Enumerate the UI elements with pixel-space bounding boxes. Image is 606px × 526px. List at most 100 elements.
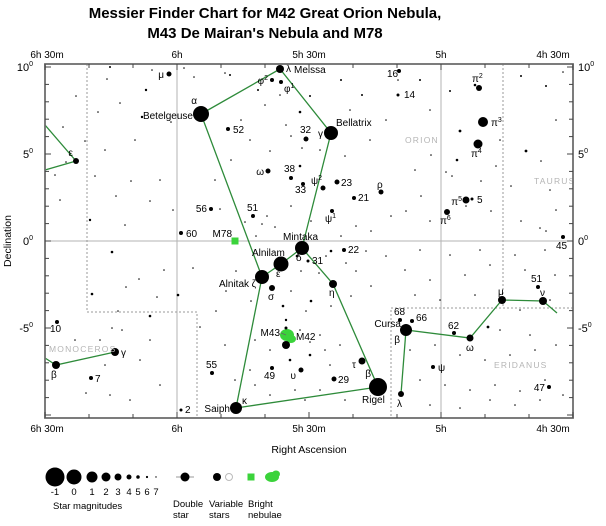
chart-title-line2: M43 De Mairan's Nebula and M78 [147,25,382,42]
background-star [479,249,481,251]
constellation-name-label: ORION [405,135,439,145]
star-phi1-ori [279,80,283,84]
star-49-ori [270,366,274,370]
background-star [249,139,251,141]
star-upsilon-ori [298,367,304,373]
star-cursa [400,324,412,336]
background-star [429,279,431,281]
background-star [464,274,466,276]
background-star [269,349,271,351]
star-label-bellatrix: γ [318,129,323,140]
background-star [549,189,551,191]
star-68-eri [398,318,402,322]
star-nu-eri [539,297,547,305]
star-pi2-ori [476,85,482,91]
background-star [419,379,421,381]
star-45-eri [561,235,565,239]
background-star [562,394,564,396]
constellation-line [200,68,332,279]
background-star [109,66,111,68]
star-label-phi1-ori: φ1 [284,83,294,95]
background-star [106,78,108,80]
m43-pointer-line [280,332,287,336]
background-star [110,250,114,254]
star-label-psi-eri: ψ [438,363,445,374]
background-star [429,109,431,111]
star-rho-ori [378,189,384,195]
background-star [430,154,432,156]
background-star [555,119,557,121]
background-star [65,161,67,163]
star-55-ori [210,371,214,375]
star-label-2-mon: 2 [185,405,191,416]
star-label-45-eri: 45 [556,241,568,252]
x-tick-label-top: 5h 30m [292,50,325,61]
constellation-boundaries-group [86,64,573,418]
legend-magnitude-value: 3 [115,487,120,498]
background-star [117,310,119,312]
background-star [499,329,501,331]
star-label-56-ori: 56 [196,204,208,215]
background-star [199,326,201,328]
background-star [419,249,421,251]
background-star [524,269,526,271]
background-star [172,209,174,211]
star-label-10-mon: 10 [50,324,62,335]
star-betelgeuse [193,106,209,122]
nebulae-group [231,237,296,343]
star-label-68-eri: 68 [394,307,406,318]
background-star [134,139,136,141]
star-mintaka [295,241,309,255]
background-star [489,264,491,266]
background-star [300,270,302,272]
background-star [409,349,411,351]
legend-double-star-label: Double [173,499,203,510]
background-star [494,384,496,386]
star-62-eri [452,331,456,335]
background-star [75,95,77,97]
background-star [138,278,140,280]
star-5-ori [470,197,474,201]
star-32-ori [303,136,309,142]
star-21-ori [352,196,356,200]
background-star [148,314,152,318]
background-star [274,226,276,228]
background-star [539,227,541,229]
star-label-mu-eri: μ [498,287,504,298]
background-star [224,72,226,74]
background-star [235,270,237,272]
star-label-29-ori: 29 [338,375,350,386]
star-label-38-ori: 38 [284,164,296,175]
x-tick-label-bottom: 6h 30m [30,424,63,435]
background-star [439,299,441,301]
background-star [405,210,407,212]
background-star [90,292,94,296]
star-66-eri [410,319,414,323]
star-7-mon [89,376,93,380]
background-star [329,249,333,253]
star-label-meissa: λ [286,64,291,75]
background-star [230,159,232,161]
background-star [124,224,126,226]
star-label-omega-eri: ω [466,343,474,354]
name-label: M43 [261,328,281,339]
star-psi1-ori [330,209,334,213]
star-33-ori [301,182,305,186]
background-star [139,359,141,361]
legend-magnitude-value: 6 [144,487,149,498]
background-star [176,293,180,297]
legend-nebula-blob [272,470,280,478]
background-star [163,269,165,271]
legend-bright-nebulae-label: nebulae [248,510,282,521]
x-axis-title: Right Ascension [271,444,346,456]
name-label: M42 [296,332,316,343]
background-star [397,79,399,81]
star-pi5-ori [462,196,470,204]
background-star [264,104,266,106]
background-star [340,79,342,81]
star-label-betelgeuse: α [191,96,197,107]
legend-magnitude-circle [126,474,132,480]
background-star [225,290,227,292]
background-star [59,199,61,201]
